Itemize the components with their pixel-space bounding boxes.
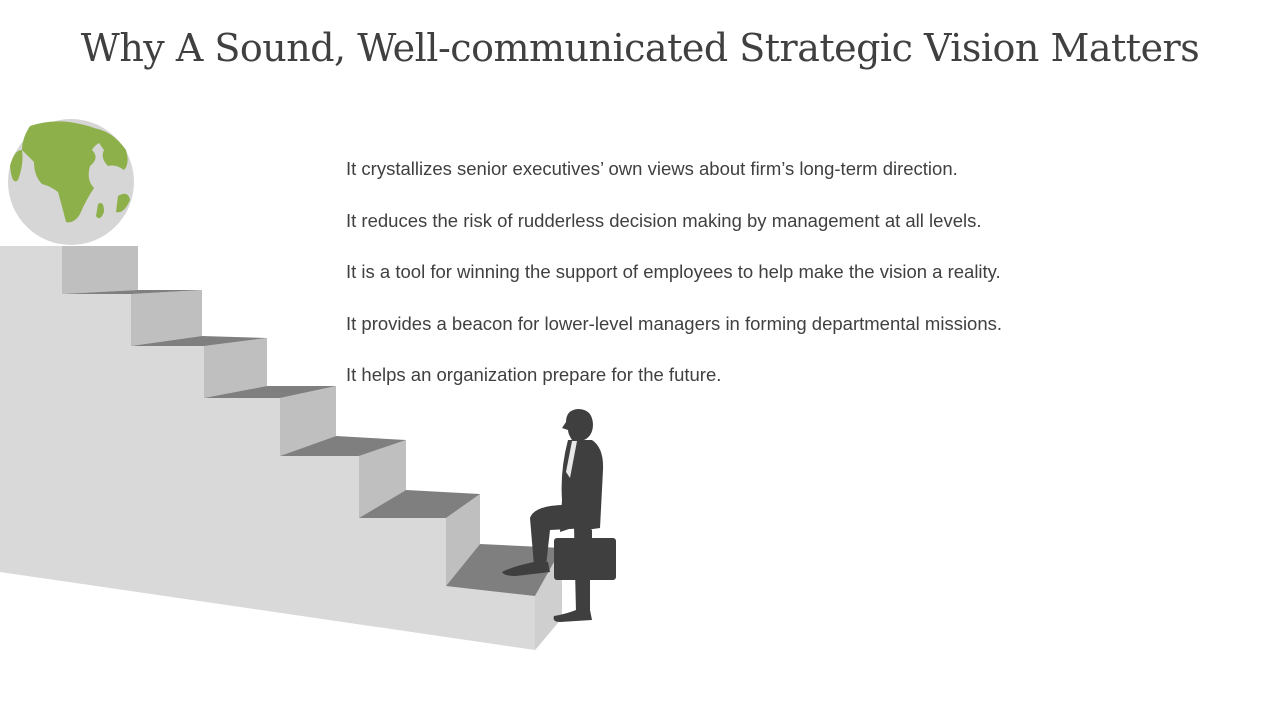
globe-icon [8,119,134,245]
slide-title: Why A Sound, Well-communicated Strategic… [80,26,1200,70]
businessman-with-briefcase-icon [502,409,616,622]
bullet-list: It crystallizes senior executives’ own v… [346,156,1146,414]
staircase-graphic [0,246,562,650]
bullet-item: It crystallizes senior executives’ own v… [346,158,958,179]
bullet-item: It is a tool for winning the support of … [346,261,1001,282]
bullet-item: It reduces the risk of rudderless decisi… [346,209,982,231]
bullet-item: It provides a beacon for lower-level man… [346,312,1003,334]
bullet-item: It helps an organization prepare for the… [346,364,722,385]
